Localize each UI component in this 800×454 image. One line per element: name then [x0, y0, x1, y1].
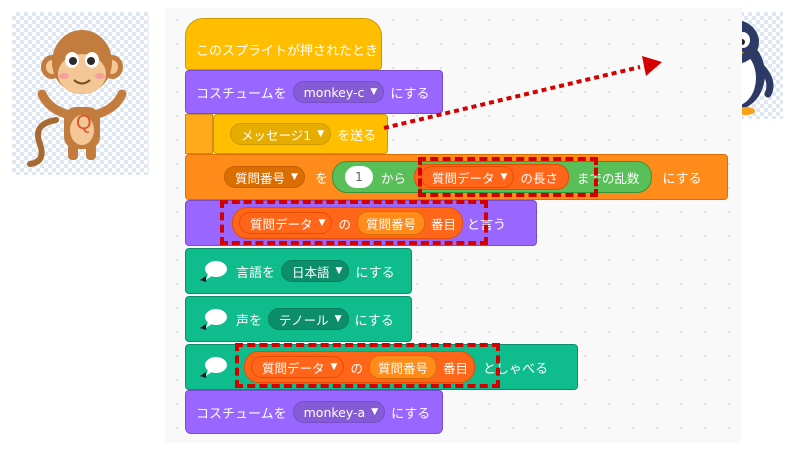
speech-bubble-icon	[196, 354, 230, 380]
hat-label: このスプライトが押されたとき	[196, 43, 379, 59]
switch-costume-block[interactable]: コスチュームを monkey-c▼ にする	[185, 70, 443, 114]
voice-suffix: にする	[354, 313, 394, 329]
switch-costume-block-end[interactable]: コスチュームを monkey-a▼ にする	[185, 390, 443, 434]
speech-bubble-icon	[196, 258, 230, 284]
dropdown-arrow-icon: ▼	[330, 362, 338, 372]
say-suffix: と言う	[466, 217, 506, 233]
set-to-label: を	[314, 171, 328, 187]
random-label: までの乱数	[576, 170, 640, 186]
speak-suffix: としゃべる	[482, 361, 548, 377]
list-dropdown[interactable]: 質問データ▼	[420, 166, 515, 188]
costume-dropdown[interactable]: monkey-c▼	[292, 81, 385, 103]
broadcast-suffix: を送る	[337, 128, 377, 144]
monkey-sprite-thumbnail[interactable]: Q	[12, 12, 149, 175]
index-variable[interactable]: 質問番号	[356, 211, 425, 235]
costume-label: コスチュームを	[196, 406, 287, 422]
dropdown-arrow-icon: ▼	[334, 314, 342, 324]
monkey-letter: Q	[76, 112, 92, 134]
set-suffix: にする	[662, 171, 702, 187]
dropdown-arrow-icon: ▼	[500, 172, 508, 182]
nth-label: 番目	[442, 360, 468, 376]
speak-block[interactable]: 質問データ▼ の 質問番号 番目 としゃべる	[185, 344, 578, 390]
dropdown-arrow-icon: ▼	[335, 266, 343, 276]
pick-random-reporter[interactable]: 1 から 質問データ▼ の長さ までの乱数	[331, 161, 653, 193]
monkey-sprite-image	[27, 30, 127, 167]
say-block[interactable]: 質問データ▼ の 質問番号 番目 と言う	[185, 200, 537, 246]
broadcast-block[interactable]: メッセージ1▼ を送る	[213, 114, 388, 154]
language-suffix: にする	[355, 265, 395, 281]
set-language-block[interactable]: 言語を 日本語▼ にする	[185, 248, 412, 294]
costume-suffix: にする	[391, 406, 431, 422]
voice-label: 声を	[236, 313, 263, 329]
set-voice-block[interactable]: 声を テノール▼ にする	[185, 296, 412, 342]
speech-bubble-icon	[196, 306, 230, 332]
list-length-reporter[interactable]: 質問データ▼ の長さ	[413, 164, 569, 190]
dropdown-arrow-icon: ▼	[370, 87, 378, 97]
set-variable-block[interactable]: 質問番号▼ を 1 から 質問データ▼ の長さ までの乱数 にする	[185, 154, 728, 200]
message-dropdown[interactable]: メッセージ1▼	[230, 123, 332, 145]
list-dropdown[interactable]: 質問データ▼	[251, 356, 345, 378]
nth-label: 番目	[430, 216, 456, 232]
costume-suffix: にする	[390, 86, 430, 102]
of-label: の	[338, 216, 351, 232]
random-from-input[interactable]: 1	[344, 166, 373, 188]
item-of-list-reporter[interactable]: 質問データ▼ の 質問番号 番目	[232, 207, 463, 239]
language-dropdown[interactable]: 日本語▼	[281, 260, 350, 282]
from-label: から	[380, 170, 406, 186]
of-label: の	[350, 360, 363, 376]
voice-dropdown[interactable]: テノール▼	[268, 308, 349, 330]
item-of-list-reporter[interactable]: 質問データ▼ の 質問番号 番目	[244, 351, 475, 383]
length-label: の長さ	[520, 170, 558, 186]
index-variable[interactable]: 質問番号	[368, 355, 437, 379]
broadcast-wrapper	[185, 114, 213, 154]
dropdown-arrow-icon: ▼	[371, 407, 379, 417]
when-sprite-clicked-hat-block[interactable]: このスプライトが押されたとき	[185, 18, 382, 70]
dropdown-arrow-icon: ▼	[318, 218, 326, 228]
language-label: 言語を	[236, 265, 276, 281]
dropdown-arrow-icon: ▼	[291, 172, 298, 182]
list-dropdown[interactable]: 質問データ▼	[239, 212, 333, 234]
dropdown-arrow-icon: ▼	[317, 129, 325, 139]
costume-dropdown[interactable]: monkey-a▼	[292, 401, 386, 423]
variable-dropdown[interactable]: 質問番号▼	[224, 166, 305, 188]
costume-label: コスチュームを	[196, 86, 287, 102]
